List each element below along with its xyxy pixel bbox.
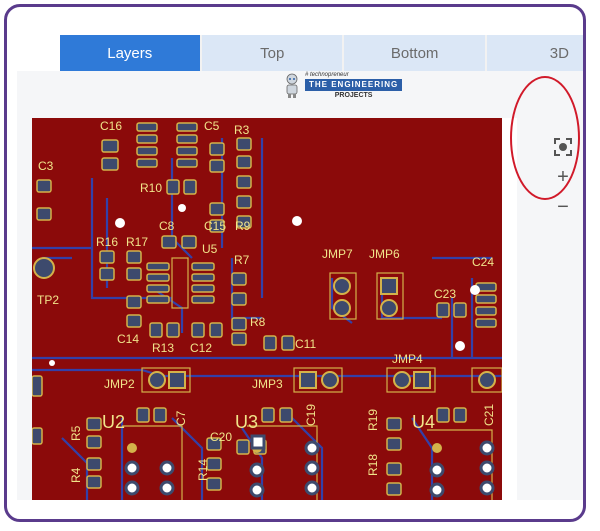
logo-title: THE ENGINEERING [305,79,403,91]
zoom-out-button[interactable]: − [557,195,569,218]
tab-layers[interactable]: Layers [59,35,200,71]
label-r16: R16 [96,235,118,249]
label-c3: C3 [38,159,54,173]
through-hole-pads [33,257,496,498]
pcb-viewer: Layers Top Bottom 3D # technopreneur THE… [17,35,583,500]
label-jmp2: JMP2 [104,377,135,391]
label-r18: R18 [366,454,380,476]
label-c21: C21 [482,404,496,426]
label-jmp6: JMP6 [369,247,400,261]
logo-subtitle: PROJECTS [334,92,373,99]
label-u5: U5 [202,242,218,256]
label-r14: R14 [196,459,210,481]
label-c5: C5 [204,119,220,133]
label-r8: R8 [250,315,266,329]
label-u4: U4 [412,412,435,432]
label-jmp4: JMP4 [392,352,423,366]
label-c11: C11 [295,337,316,351]
label-c24: C24 [472,255,494,269]
tabs-spacer [17,35,60,71]
logo-tagline: # technopreneur [305,72,349,78]
label-tp2: TP2 [37,293,59,307]
pcb-canvas[interactable]: C16 C5 R3 C3 R10 C15 R9 C8 R16 R17 U5 R7… [32,118,517,500]
board-copper-fill [32,118,502,500]
pcb-board[interactable]: C16 C5 R3 C3 R10 C15 R9 C8 R16 R17 U5 R7… [32,118,502,500]
label-c12: C12 [190,341,212,355]
label-r7: R7 [234,253,250,267]
smd-pads [32,122,497,496]
label-r4: R4 [69,467,83,483]
label-c19: C19 [304,404,318,426]
silk-outlines [122,257,502,500]
label-r9: R9 [235,219,251,233]
robot-icon [286,73,298,98]
vias [49,204,480,366]
highlight-annotation [510,76,580,200]
label-jmp3: JMP3 [252,377,283,391]
label-c20: C20 [210,430,232,444]
label-c23: C23 [434,287,456,301]
label-r5: R5 [69,425,83,441]
tab-bottom[interactable]: Bottom [344,35,485,71]
silkscreen-labels: C16 C5 R3 C3 R10 C15 R9 C8 R16 R17 U5 R7… [37,119,496,483]
label-jmp7: JMP7 [322,247,353,261]
label-c16: C16 [100,119,122,133]
label-u3: U3 [235,412,258,432]
view-tabs: Layers Top Bottom 3D [17,35,583,71]
label-r19: R19 [366,409,380,431]
label-u2: U2 [102,412,125,432]
tab-top[interactable]: Top [201,35,343,71]
brand-logo: # technopreneur THE ENGINEERING PROJECTS [283,72,403,100]
label-r13: R13 [152,341,174,355]
label-c8: C8 [159,219,175,233]
label-c7: C7 [174,410,188,426]
label-r17: R17 [126,235,148,249]
label-c15: C15 [204,219,226,233]
label-r10: R10 [140,181,162,195]
tab-3d[interactable]: 3D [486,35,583,71]
label-r3: R3 [234,123,250,137]
label-c14: C14 [117,332,139,346]
